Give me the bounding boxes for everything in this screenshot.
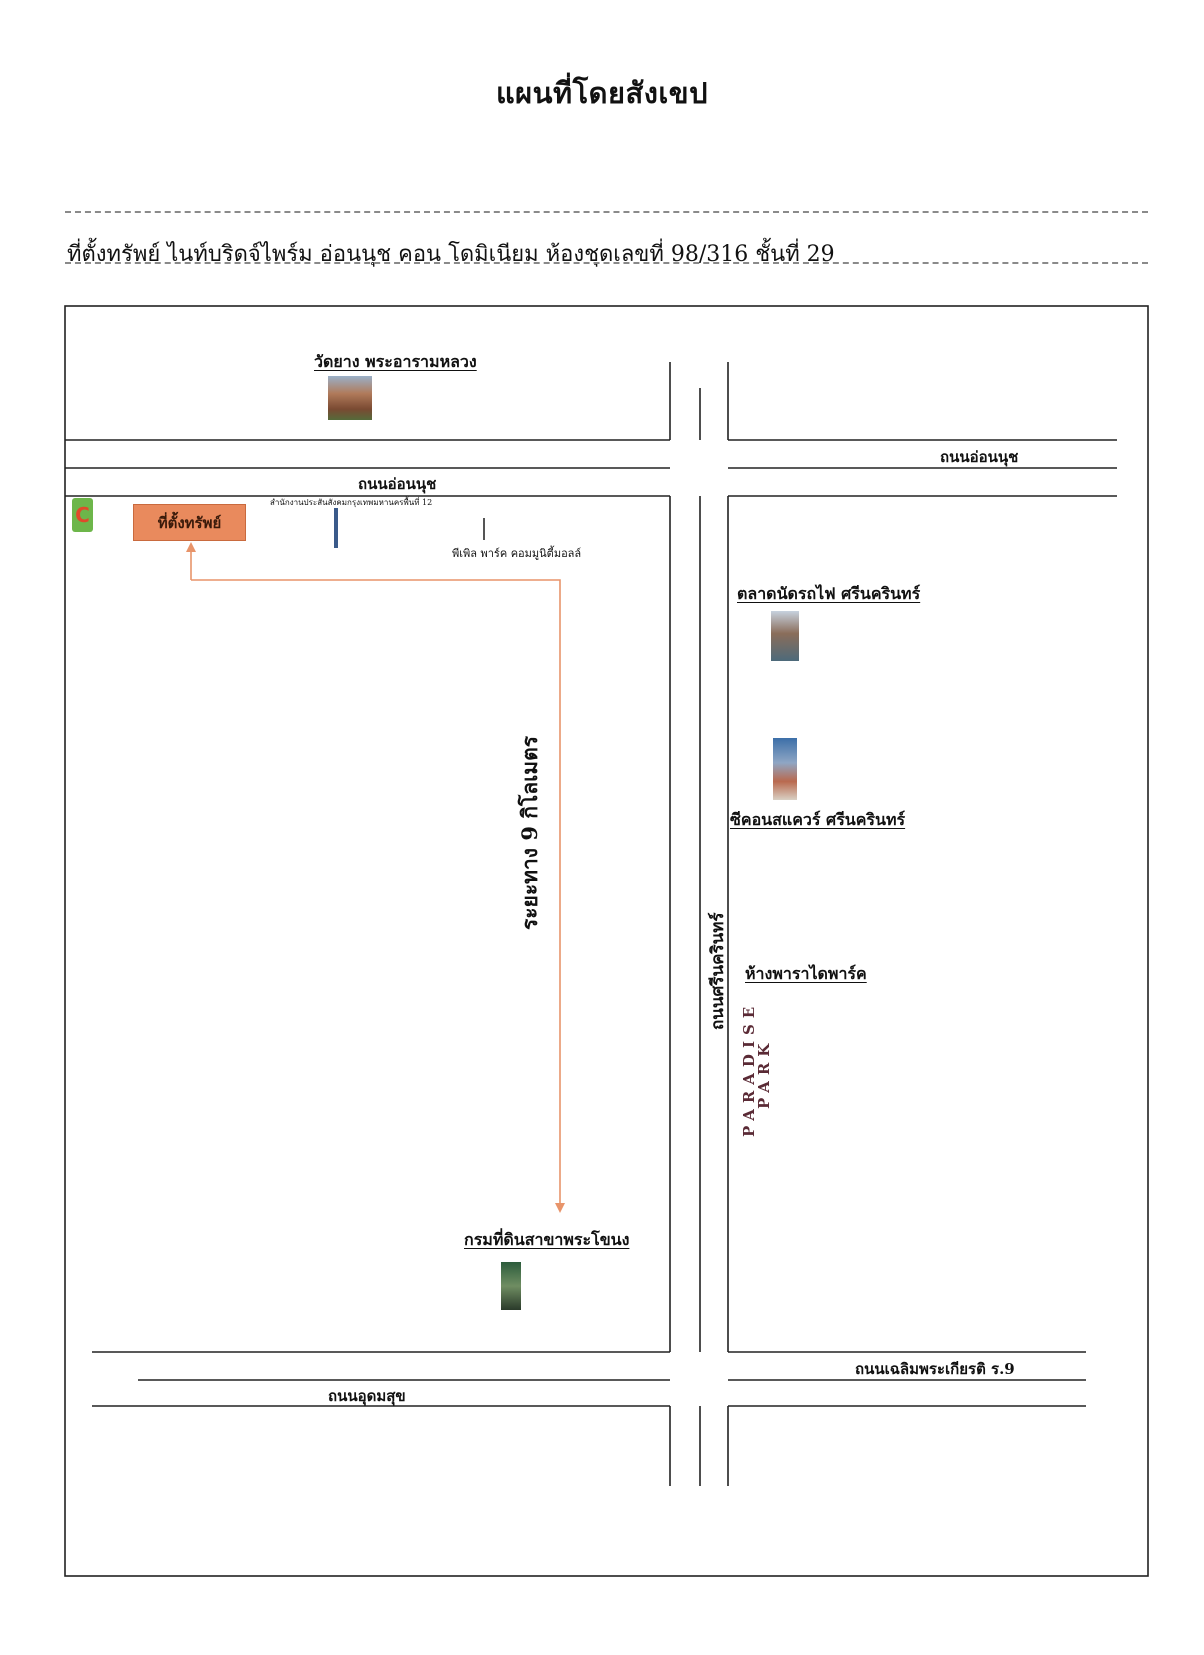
paradise-park-logo-line2: PARK: [755, 1037, 773, 1109]
distance-route: [191, 579, 565, 1213]
label-land-department: กรมที่ดินสาขาพระโขนง: [464, 1230, 630, 1249]
paradise-park-logo: PARADISE PARK: [740, 1001, 773, 1137]
property-location-pin: ที่ตั้งทรัพย์: [133, 504, 246, 541]
label-wat-yang: วัดยาง พระอารามหลวง: [314, 352, 477, 371]
address-divider-top: [65, 211, 1148, 213]
temple-photo: [328, 376, 372, 420]
label-seacon-square: ซีคอนสแควร์ ศรีนครินทร์: [730, 810, 906, 829]
map-frame: [64, 305, 1149, 1577]
office-marker: [334, 508, 338, 548]
label-onnut-road-west: ถนนอ่อนนุช: [358, 475, 437, 493]
label-paradise-park-mall: ห้างพาราไดพาร์ค: [745, 964, 867, 983]
label-people-park-mall: พีเพิล พาร์ค คอมมูนิตี้มอลล์: [452, 547, 582, 560]
page-title: แผนที่โดยสังเขป: [495, 76, 709, 110]
train-market-photo: [771, 611, 799, 661]
company-logo-icon: C: [72, 498, 93, 532]
seacon-square-photo: [773, 738, 797, 800]
label-srinakarin-road: ถนนศรีนครินทร์: [708, 912, 728, 1030]
label-udomsuk-road: ถนนอุดมสุข: [328, 1387, 406, 1405]
label-train-night-market: ตลาดนัดรถไฟ ศรีนครินทร์: [737, 584, 921, 603]
people-park-marker: [483, 518, 485, 540]
label-chalerm-road: ถนนเฉลิมพระเกียรติ ร.9: [855, 1360, 1015, 1378]
address-divider-bottom: [65, 262, 1148, 264]
road-lines: [65, 362, 1117, 1486]
label-onnut-road-east: ถนนอ่อนนุช: [940, 448, 1019, 466]
label-social-security-office: สำนักงานประสันสังคมกรุงเทพมหานครพื้นที่ …: [270, 498, 433, 507]
land-department-photo: [501, 1262, 521, 1310]
distance-label: ระยะทาง 9 กิโลเมตร: [517, 735, 542, 930]
